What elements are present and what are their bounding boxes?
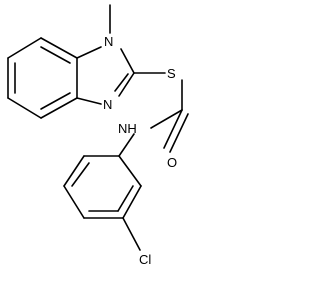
- imidazole-ring: [76, 46, 135, 105]
- chlorophenyl-ring: [63, 133, 142, 251]
- side-chain: [133, 72, 189, 153]
- atom-chlorine: Cl: [139, 252, 151, 267]
- atom-sulfur: S: [167, 66, 176, 81]
- atom-oxygen: O: [167, 155, 177, 170]
- benzo-ring: [7, 37, 78, 119]
- structure-diagram: N N S NH O Cl: [7, 4, 189, 267]
- atom-n-imine: N: [103, 97, 112, 112]
- atom-n-methyl: N: [104, 34, 113, 49]
- atom-nh: NH: [118, 121, 137, 136]
